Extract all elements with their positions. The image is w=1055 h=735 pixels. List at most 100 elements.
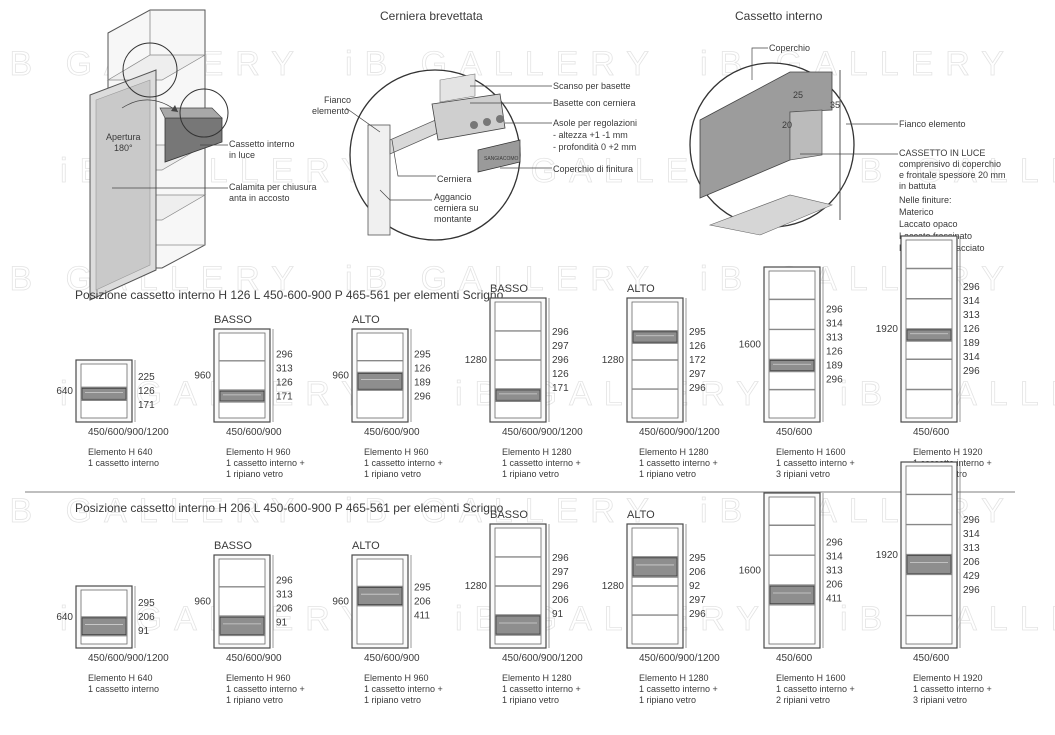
dimension-value: 313 [826,333,843,344]
height-label: 1280 [602,581,625,592]
dimension-value: 313 [276,364,293,375]
note-line: Materico [899,207,934,217]
dimension-value: 296 [963,585,980,596]
height-label: 1600 [739,566,762,577]
internal-drawer [357,587,403,606]
watermark-text: iB GALLERY [345,45,661,83]
watermark-text: iB GALLERY [345,260,661,298]
section-title-h206: Posizione cassetto interno H 206 L 450-6… [75,501,504,515]
width-label: 450/600/900/1200 [88,653,169,664]
width-label: 450/600/900 [226,427,282,438]
internal-drawer [769,585,815,605]
width-label: 450/600 [776,653,813,664]
scanso-label: Scanso per basette [553,81,631,91]
height-label: 1920 [876,324,899,335]
aggancio-label-line2: cerniera su [434,203,479,213]
dimension-value: 314 [826,552,843,563]
dimension-value: 411 [414,611,430,622]
cabinet-inner [218,332,266,419]
asole-label-line3: - profondità 0 +2 mm [553,142,636,152]
dimension-value: 314 [826,319,843,330]
cabinet-unit: 295206922972961280ALTO450/600/900/1200El… [602,509,720,705]
dimension-value: 126 [689,341,706,352]
unit-caption-line: Elemento H 1280 [502,447,572,457]
unit-caption-line: Elemento H 960 [364,447,429,457]
width-label: 450/600/900/1200 [639,427,720,438]
dimension-value: 296 [552,581,569,592]
dimension-value: 296 [276,350,293,361]
note-line: Laccato opaco [899,219,958,229]
cabinet-unit: 2962972961261711280BASSO450/600/900/1200… [465,283,583,479]
unit-caption-line: 1 cassetto interno + [639,458,718,468]
dimension-value: 296 [552,355,569,366]
dimension-value: 206 [138,612,155,623]
coperchio-finitura-label: Coperchio di finitura [553,164,633,174]
dimension-value: 411 [826,594,842,605]
dimension-value: 171 [276,392,293,403]
watermark-text: iB GALLERY [0,492,306,530]
dimension-value: 314 [963,296,980,307]
width-label: 450/600 [913,653,950,664]
dimension-value: 314 [963,352,980,363]
cassetto-label-line2: in luce [229,150,255,160]
height-label: 960 [194,597,211,608]
position-tag: BASSO [214,314,252,326]
internal-drawer [906,555,952,574]
dimension-value: 297 [552,567,569,578]
internal-drawer [219,616,265,635]
hinge-detail: Cerniera brevettata SANGIACOMO Fianco el… [312,9,637,241]
dimension-value: 189 [963,338,980,349]
internal-drawer [632,331,678,343]
dimension-value: 206 [414,597,431,608]
dimension-value: 126 [826,347,843,358]
apertura-label-line1: Apertura [106,132,141,142]
position-tag: ALTO [352,314,380,326]
width-label: 450/600/900/1200 [502,653,583,664]
note-line: Nelle finiture: [899,195,952,205]
basette-label: Basette con cerniera [553,98,636,108]
dimension-value: 126 [963,324,980,335]
internal-drawer [632,557,678,577]
cerniera-label: Cerniera [437,174,472,184]
hinge-plate-label: SANGIACOMO [484,156,519,162]
asole-label-line2: - altezza +1 -1 mm [553,130,628,140]
internal-drawer [495,615,541,635]
dimension-value: 295 [414,350,431,361]
unit-caption-line: 1 ripiano vetro [502,469,559,479]
unit-caption-line: 1 ripiano vetro [639,469,696,479]
unit-caption-line: 1 cassetto interno + [226,458,305,468]
unit-caption-line: 1 ripiano vetro [502,695,559,705]
unit-caption-line: 3 ripiani vetro [776,469,830,479]
unit-caption-line: 2 ripiani vetro [776,695,830,705]
position-tag: BASSO [214,540,252,552]
dimension-value: 172 [689,355,706,366]
dimension-value: 126 [414,364,431,375]
unit-caption-line: Elemento H 1920 [913,673,983,683]
dimension-value: 91 [552,609,564,620]
unit-caption-line: Elemento H 640 [88,447,153,457]
dimension-value: 313 [276,590,293,601]
dimension-value: 313 [963,543,980,554]
dimension-value: 206 [826,580,843,591]
unit-caption-line: 1 cassetto interno [88,684,159,694]
unit-caption-line: Elemento H 1280 [502,673,572,683]
dimension-value: 296 [963,282,980,293]
width-label: 450/600/900/1200 [502,427,583,438]
width-label: 450/600/900/1200 [88,427,169,438]
height-label: 960 [194,371,211,382]
calamita-label-line1: Calamita per chiusura [229,182,317,192]
dimension-value: 296 [552,327,569,338]
fianco-label-line2: elemento [312,106,349,116]
dimension-value: 296 [826,375,843,386]
dimension-value: 297 [552,341,569,352]
internal-drawer [219,390,265,402]
cabinet-unit: 296313126171960BASSO450/600/900Elemento … [194,314,305,479]
dimension-value: 206 [552,595,569,606]
dimension-value: 314 [963,529,980,540]
dimension-value: 296 [689,383,706,394]
